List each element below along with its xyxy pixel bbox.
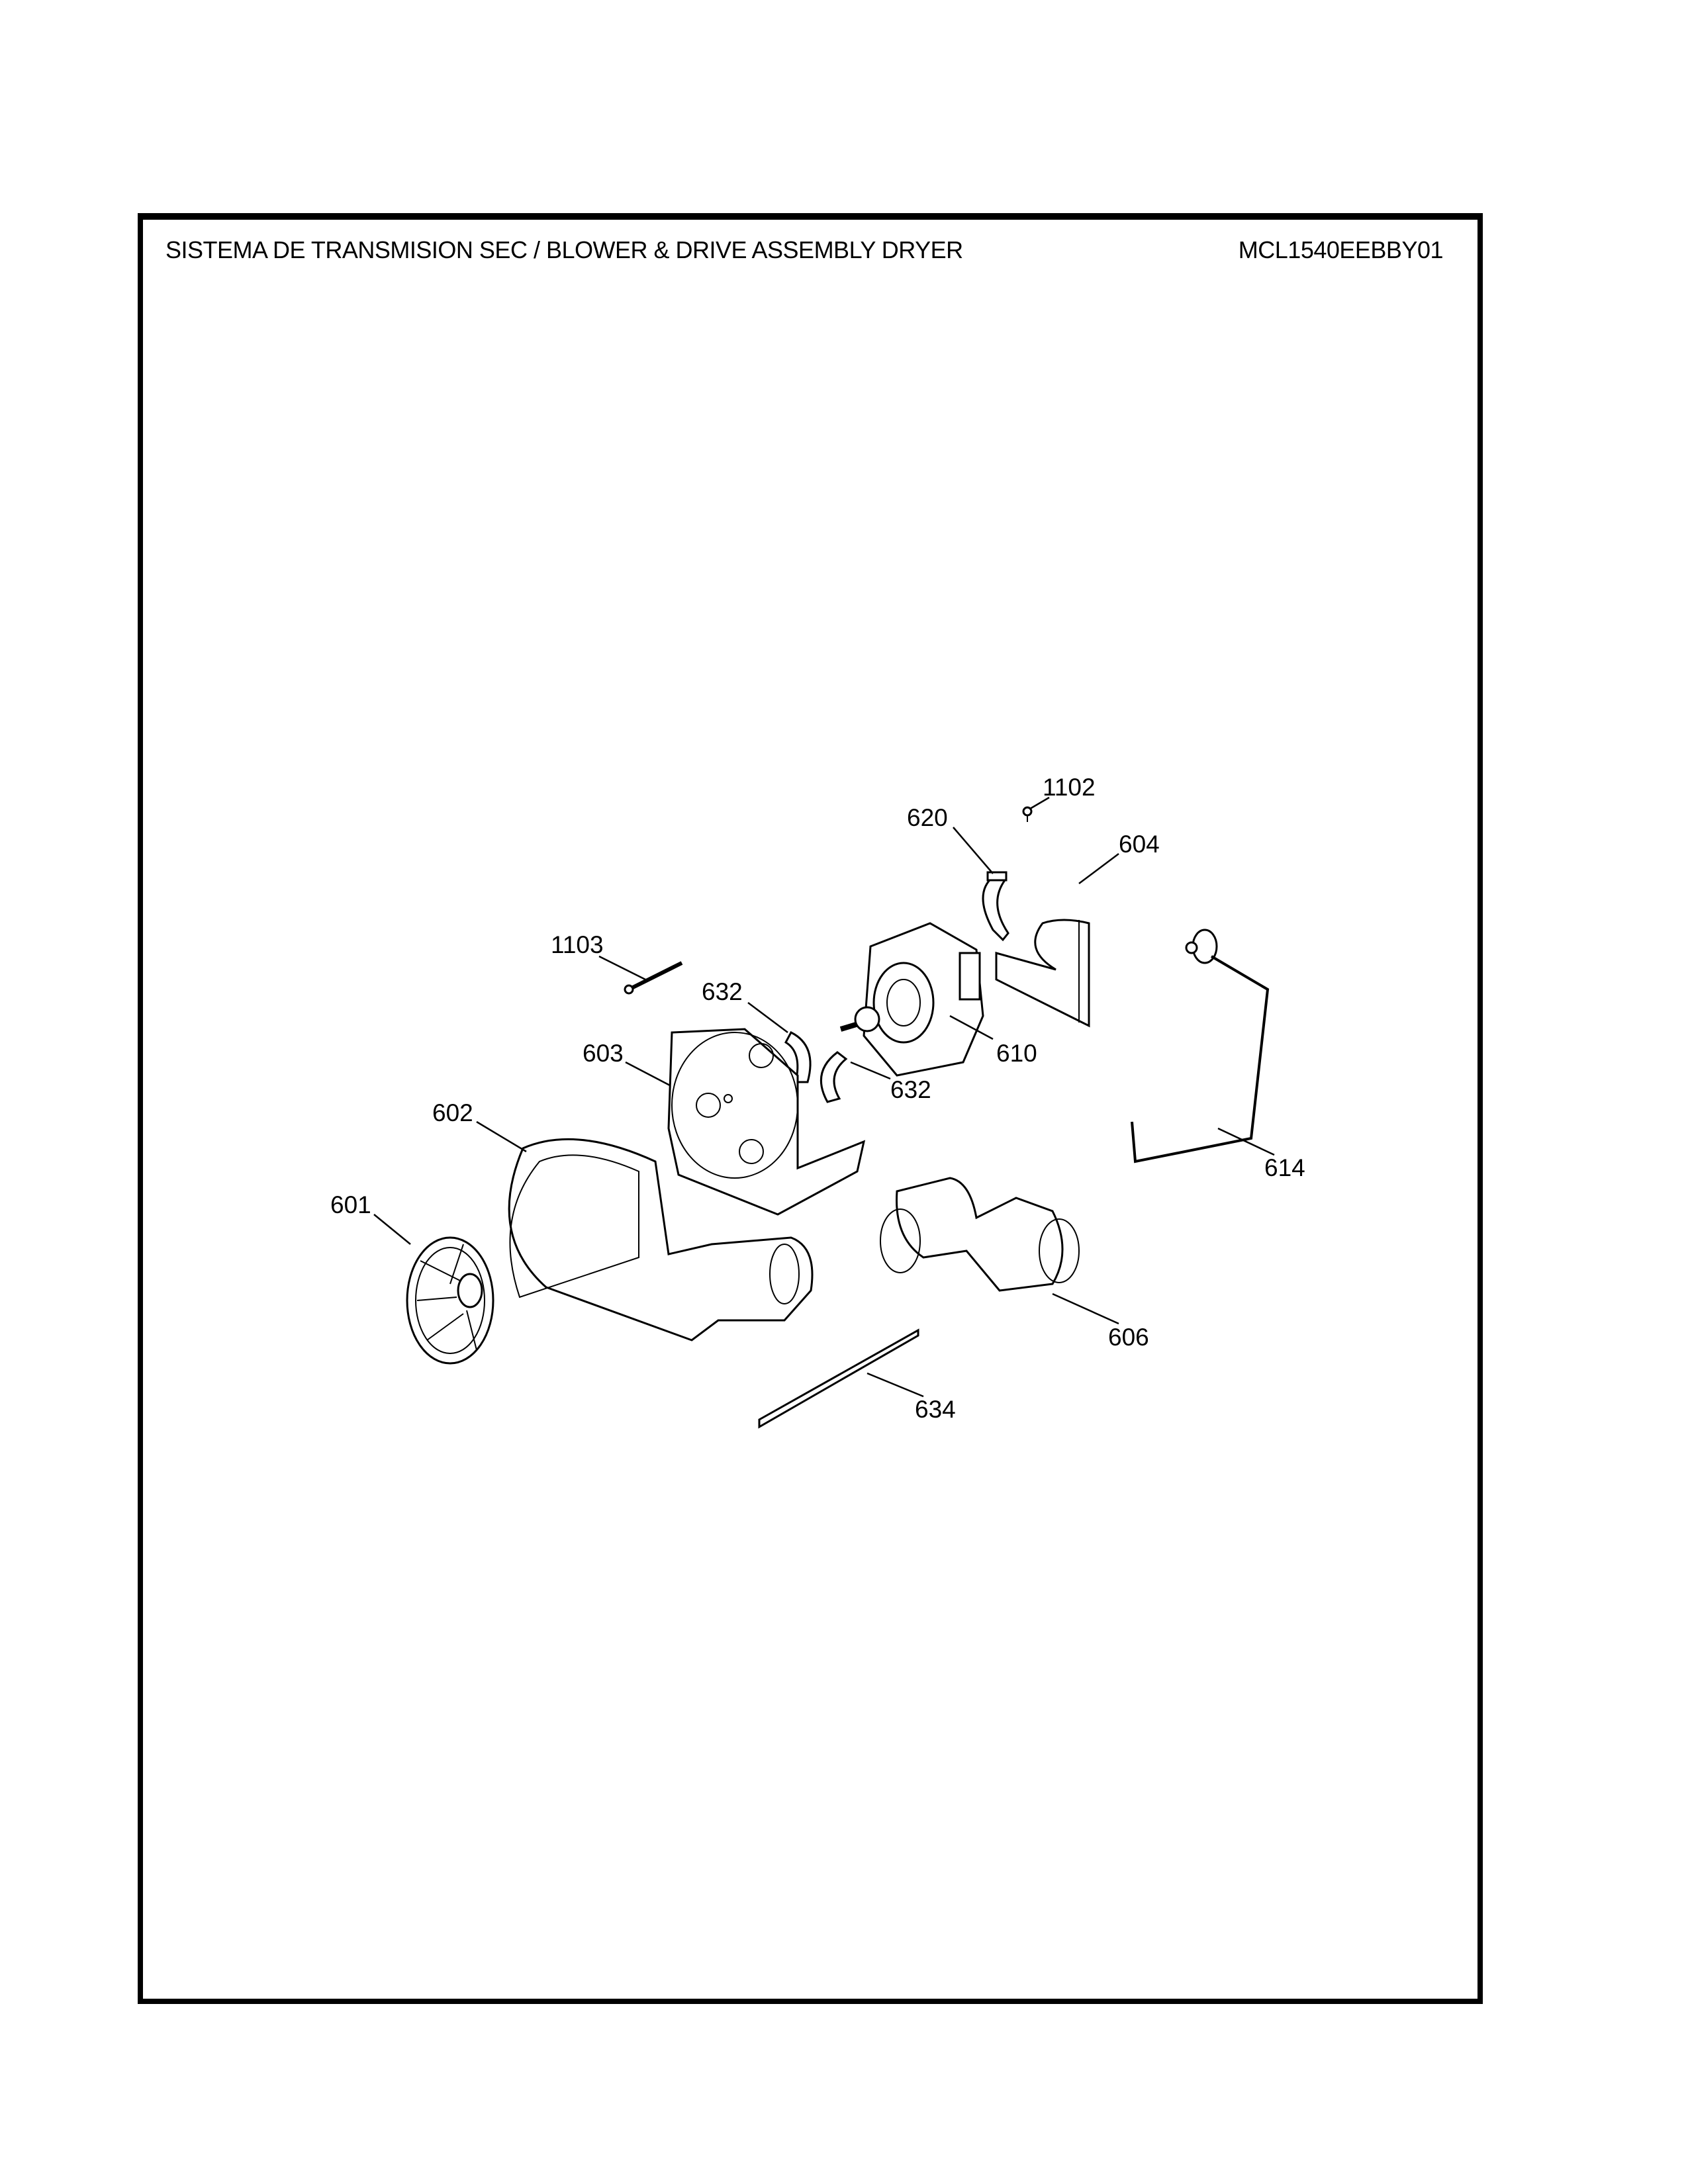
part-632-bearing-upper [784, 1031, 812, 1083]
part-1103-bolt [624, 961, 683, 995]
callout-1103: 1103 [551, 931, 604, 958]
part-1102-screw [1022, 806, 1033, 822]
callout-604: 604 [1119, 831, 1160, 858]
part-604-bracket [995, 919, 1090, 1028]
callout-634: 634 [915, 1396, 956, 1423]
callout-606: 606 [1108, 1324, 1149, 1351]
callout-632-upper: 632 [702, 978, 743, 1005]
part-620-clip [982, 871, 1009, 942]
diagram-frame [138, 213, 1483, 2004]
part-602-blower-housing [508, 1138, 814, 1342]
leader-lines [373, 796, 1275, 1398]
callout-601: 601 [330, 1191, 371, 1218]
part-606-exhaust-duct [880, 1177, 1080, 1292]
model-number: MCL1540EEBBY01 [1238, 236, 1444, 263]
callout-602: 602 [432, 1099, 473, 1126]
diagram-title: SISTEMA DE TRANSMISION SEC / BLOWER & DR… [165, 236, 963, 263]
part-601-blower-wheel [406, 1236, 494, 1365]
callout-603: 603 [583, 1040, 624, 1067]
callout-614: 614 [1264, 1154, 1305, 1181]
part-614-idler [1131, 929, 1270, 1163]
part-632-bearing-lower [820, 1051, 848, 1103]
callout-620: 620 [907, 804, 948, 831]
part-610-motor [839, 922, 984, 1077]
callout-1102: 1102 [1043, 774, 1096, 801]
callout-632-lower: 632 [890, 1076, 931, 1103]
callout-610: 610 [996, 1040, 1037, 1067]
part-634-seal-strip [758, 1328, 919, 1429]
part-603-housing [667, 1028, 866, 1216]
